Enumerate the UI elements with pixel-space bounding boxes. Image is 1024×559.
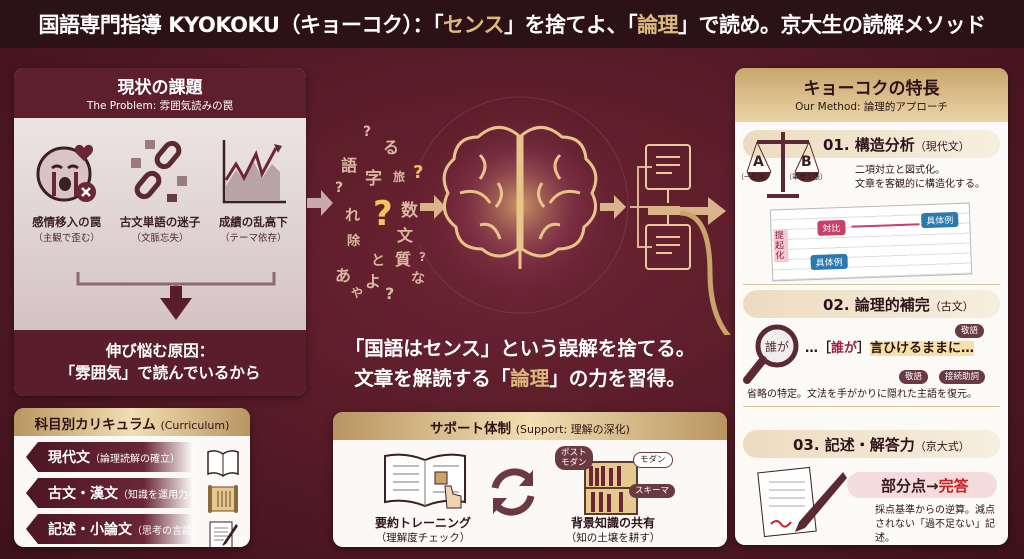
tag-honorific: 敬語 bbox=[955, 324, 985, 338]
confused-character-cloud: 語?る字旅??れ?数除文と質?あよなや? bbox=[335, 124, 426, 303]
tag-honorific-2: 敬語 bbox=[899, 370, 929, 384]
document-icon bbox=[645, 144, 691, 270]
support-title: サポート体制 (Support: 理解の深化) bbox=[333, 412, 727, 440]
section-answer: 03. 記述・解答力（京大式） bbox=[743, 430, 1000, 458]
volatile-chart-icon bbox=[223, 140, 287, 204]
background-knowledge-label: 背景知識の共有（知の土壌を耕す） bbox=[565, 516, 661, 544]
curriculum-item-classics[interactable]: 古文・漢文（知識を運用力へ） bbox=[26, 478, 194, 508]
open-book-icon bbox=[207, 450, 239, 477]
problem-item: 感情移入の罠（主観で歪む） bbox=[21, 136, 113, 244]
scroll-icon bbox=[208, 485, 238, 513]
features-panel: キョーコクの特長 Our Method: 論理的アプローチ 01. 構造分析（現代… bbox=[735, 68, 1008, 545]
s2-desc: 省略の特定。文法を手がかりに隠れた主語を復元。 bbox=[747, 389, 977, 400]
tag-conjunctive: 接続助詞 bbox=[939, 370, 986, 384]
problem-item: 成績の乱高下（テーマ依存） bbox=[207, 136, 299, 244]
problem-title: 現状の課題 bbox=[117, 78, 203, 98]
scale-b-sub: （筆者主張） bbox=[785, 173, 827, 181]
magnifier-icon: 誰が bbox=[743, 324, 799, 384]
curriculum-panel: 科目別カリキュラム (Curriculum) 現代文（論理読解の確立） 古文・漢… bbox=[14, 408, 250, 547]
features-title: キョーコクの特長 bbox=[803, 79, 940, 99]
curriculum-item-writing[interactable]: 記述・小論文（思考の言語化） bbox=[26, 514, 194, 544]
page-title: 国語専門指導 KYOKOKU（キョーコク）：「センス」を捨てよ、「論理」で読め。… bbox=[0, 0, 1024, 48]
summary-training-label: 要約トレーニング（理解度チェック） bbox=[374, 516, 471, 544]
bubble-postmodern: ポスト モダン bbox=[555, 446, 593, 470]
arrow-right-icon bbox=[307, 190, 333, 216]
s1-desc: 二項対立と図式化。文章を客観的に構造化する。 bbox=[855, 165, 985, 190]
curriculum-item-modern[interactable]: 現代文（論理読解の確立） bbox=[26, 442, 194, 472]
cycle-icon bbox=[491, 468, 535, 516]
kobun-phrase: …［誰が］言ひけるままに… bbox=[805, 341, 975, 356]
broken-chain-icon bbox=[130, 140, 187, 202]
curriculum-title: 科目別カリキュラム (Curriculum) bbox=[14, 408, 250, 436]
brain-diagram bbox=[420, 95, 731, 335]
cause-text: 伸び悩む原因：「雰囲気」で読んでいるから bbox=[14, 330, 306, 396]
scale-a-sub: （一般論） bbox=[737, 173, 772, 181]
section-structure: 01. 構造分析（現代文） bbox=[743, 130, 1000, 158]
score-badge: 部分点→完答 bbox=[847, 472, 997, 498]
bubble-schema: スキーマ bbox=[629, 484, 676, 498]
bubble-modern: モダン bbox=[633, 452, 673, 468]
bracket-arrow bbox=[76, 272, 276, 320]
support-panel: サポート体制 (Support: 理解の深化) ポスト モダン モダン スキーマ… bbox=[333, 412, 727, 547]
svg-text:B: B bbox=[801, 154, 812, 170]
svg-text:誰が: 誰が bbox=[765, 339, 789, 354]
svg-text:A: A bbox=[753, 154, 764, 170]
crying-face-icon bbox=[36, 144, 96, 202]
notebook-diagram: 提起化 対比 具体例 具体例 bbox=[769, 202, 973, 282]
section-complement: 02. 論理的補完（古文） bbox=[743, 290, 1000, 318]
features-subtitle: Our Method: 論理的アプローチ bbox=[795, 101, 948, 113]
book-pointer-icon bbox=[384, 453, 466, 509]
s3-desc: 採点基準からの逆算。減点されない「過不足ない」記述。 bbox=[875, 505, 995, 544]
problem-item: 古文単語の迷子（文脈忘失） bbox=[114, 136, 206, 244]
paper-pen-icon bbox=[209, 521, 238, 547]
key-message: 「国語はセンス」という誤解を捨てる。文章を解読する「論理」の力を習得。 bbox=[344, 337, 696, 390]
paper-pen-icon bbox=[757, 466, 847, 538]
brain-icon bbox=[442, 126, 598, 269]
problem-subtitle: The Problem: 雰囲気読みの罠 bbox=[86, 100, 234, 112]
